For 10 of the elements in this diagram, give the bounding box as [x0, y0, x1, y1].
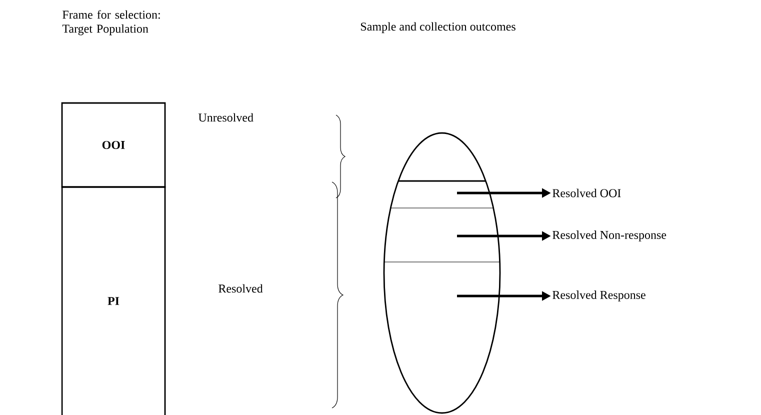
heading: Sample and collection outcomes: [361, 22, 516, 34]
outcome-label: Resolved Non-response: [552, 230, 666, 242]
outcome-label: Resolved OOI: [552, 188, 621, 198]
heading: Frame for selection: Target Population: [62, 10, 160, 36]
brace-label: Resolved: [218, 284, 263, 293]
brace-label: Unresolved: [198, 113, 254, 122]
oval-shape: [383, 132, 501, 414]
frame-box: PI: [61, 186, 166, 415]
frame-box: OOI: [61, 102, 166, 188]
outcome-label: Resolved Response: [552, 290, 646, 302]
